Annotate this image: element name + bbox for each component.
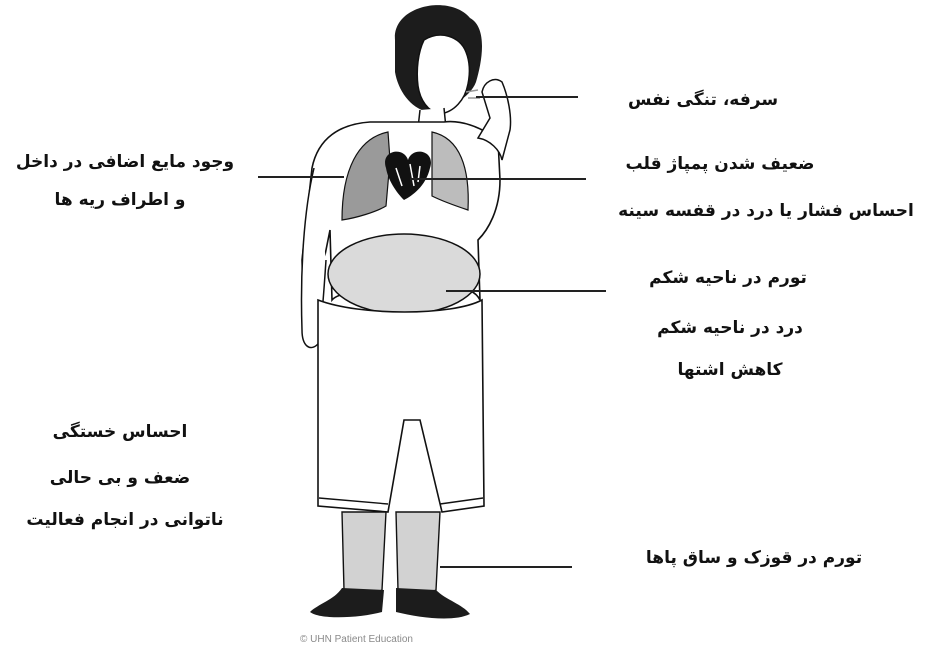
- label-appetite: کاهش اشتها: [660, 360, 800, 380]
- label-abd-pain: درد در ناحیه شکم: [630, 318, 830, 338]
- face: [417, 35, 469, 114]
- label-fatigue: احساس خستگی: [40, 422, 200, 442]
- label-abd-swelling: تورم در ناحیه شکم: [618, 268, 838, 288]
- label-lung-fluid-line2: و اطراف ریه ها: [20, 190, 220, 210]
- label-chest-pressure: احساس فشار یا درد در قفسه سینه: [596, 201, 936, 221]
- pants: [318, 300, 484, 512]
- copyright-credit: © UHN Patient Education: [300, 634, 413, 645]
- abdomen: [328, 234, 480, 314]
- label-weakness: ضعف و بی حالی: [40, 468, 200, 488]
- lung-line: [258, 176, 344, 178]
- right-shoe: [396, 588, 470, 618]
- label-cough: سرفه، تنگی نفس: [608, 90, 798, 110]
- label-leg-swelling: تورم در قوزک و ساق پاها: [614, 548, 894, 568]
- heart-line: [410, 178, 586, 180]
- right-leg: [396, 512, 440, 595]
- left-leg: [342, 512, 386, 595]
- label-heart-weak: ضعیف شدن پمپاژ قلب: [600, 154, 840, 174]
- label-lung-fluid-line1: وجود مایع اضافی در داخل: [0, 152, 250, 172]
- abdomen-line: [446, 290, 606, 292]
- leg-line: [440, 566, 572, 568]
- left-shoe: [310, 588, 384, 617]
- label-inability: ناتوانی در انجام فعالیت: [10, 510, 240, 530]
- cough-line: [476, 96, 578, 98]
